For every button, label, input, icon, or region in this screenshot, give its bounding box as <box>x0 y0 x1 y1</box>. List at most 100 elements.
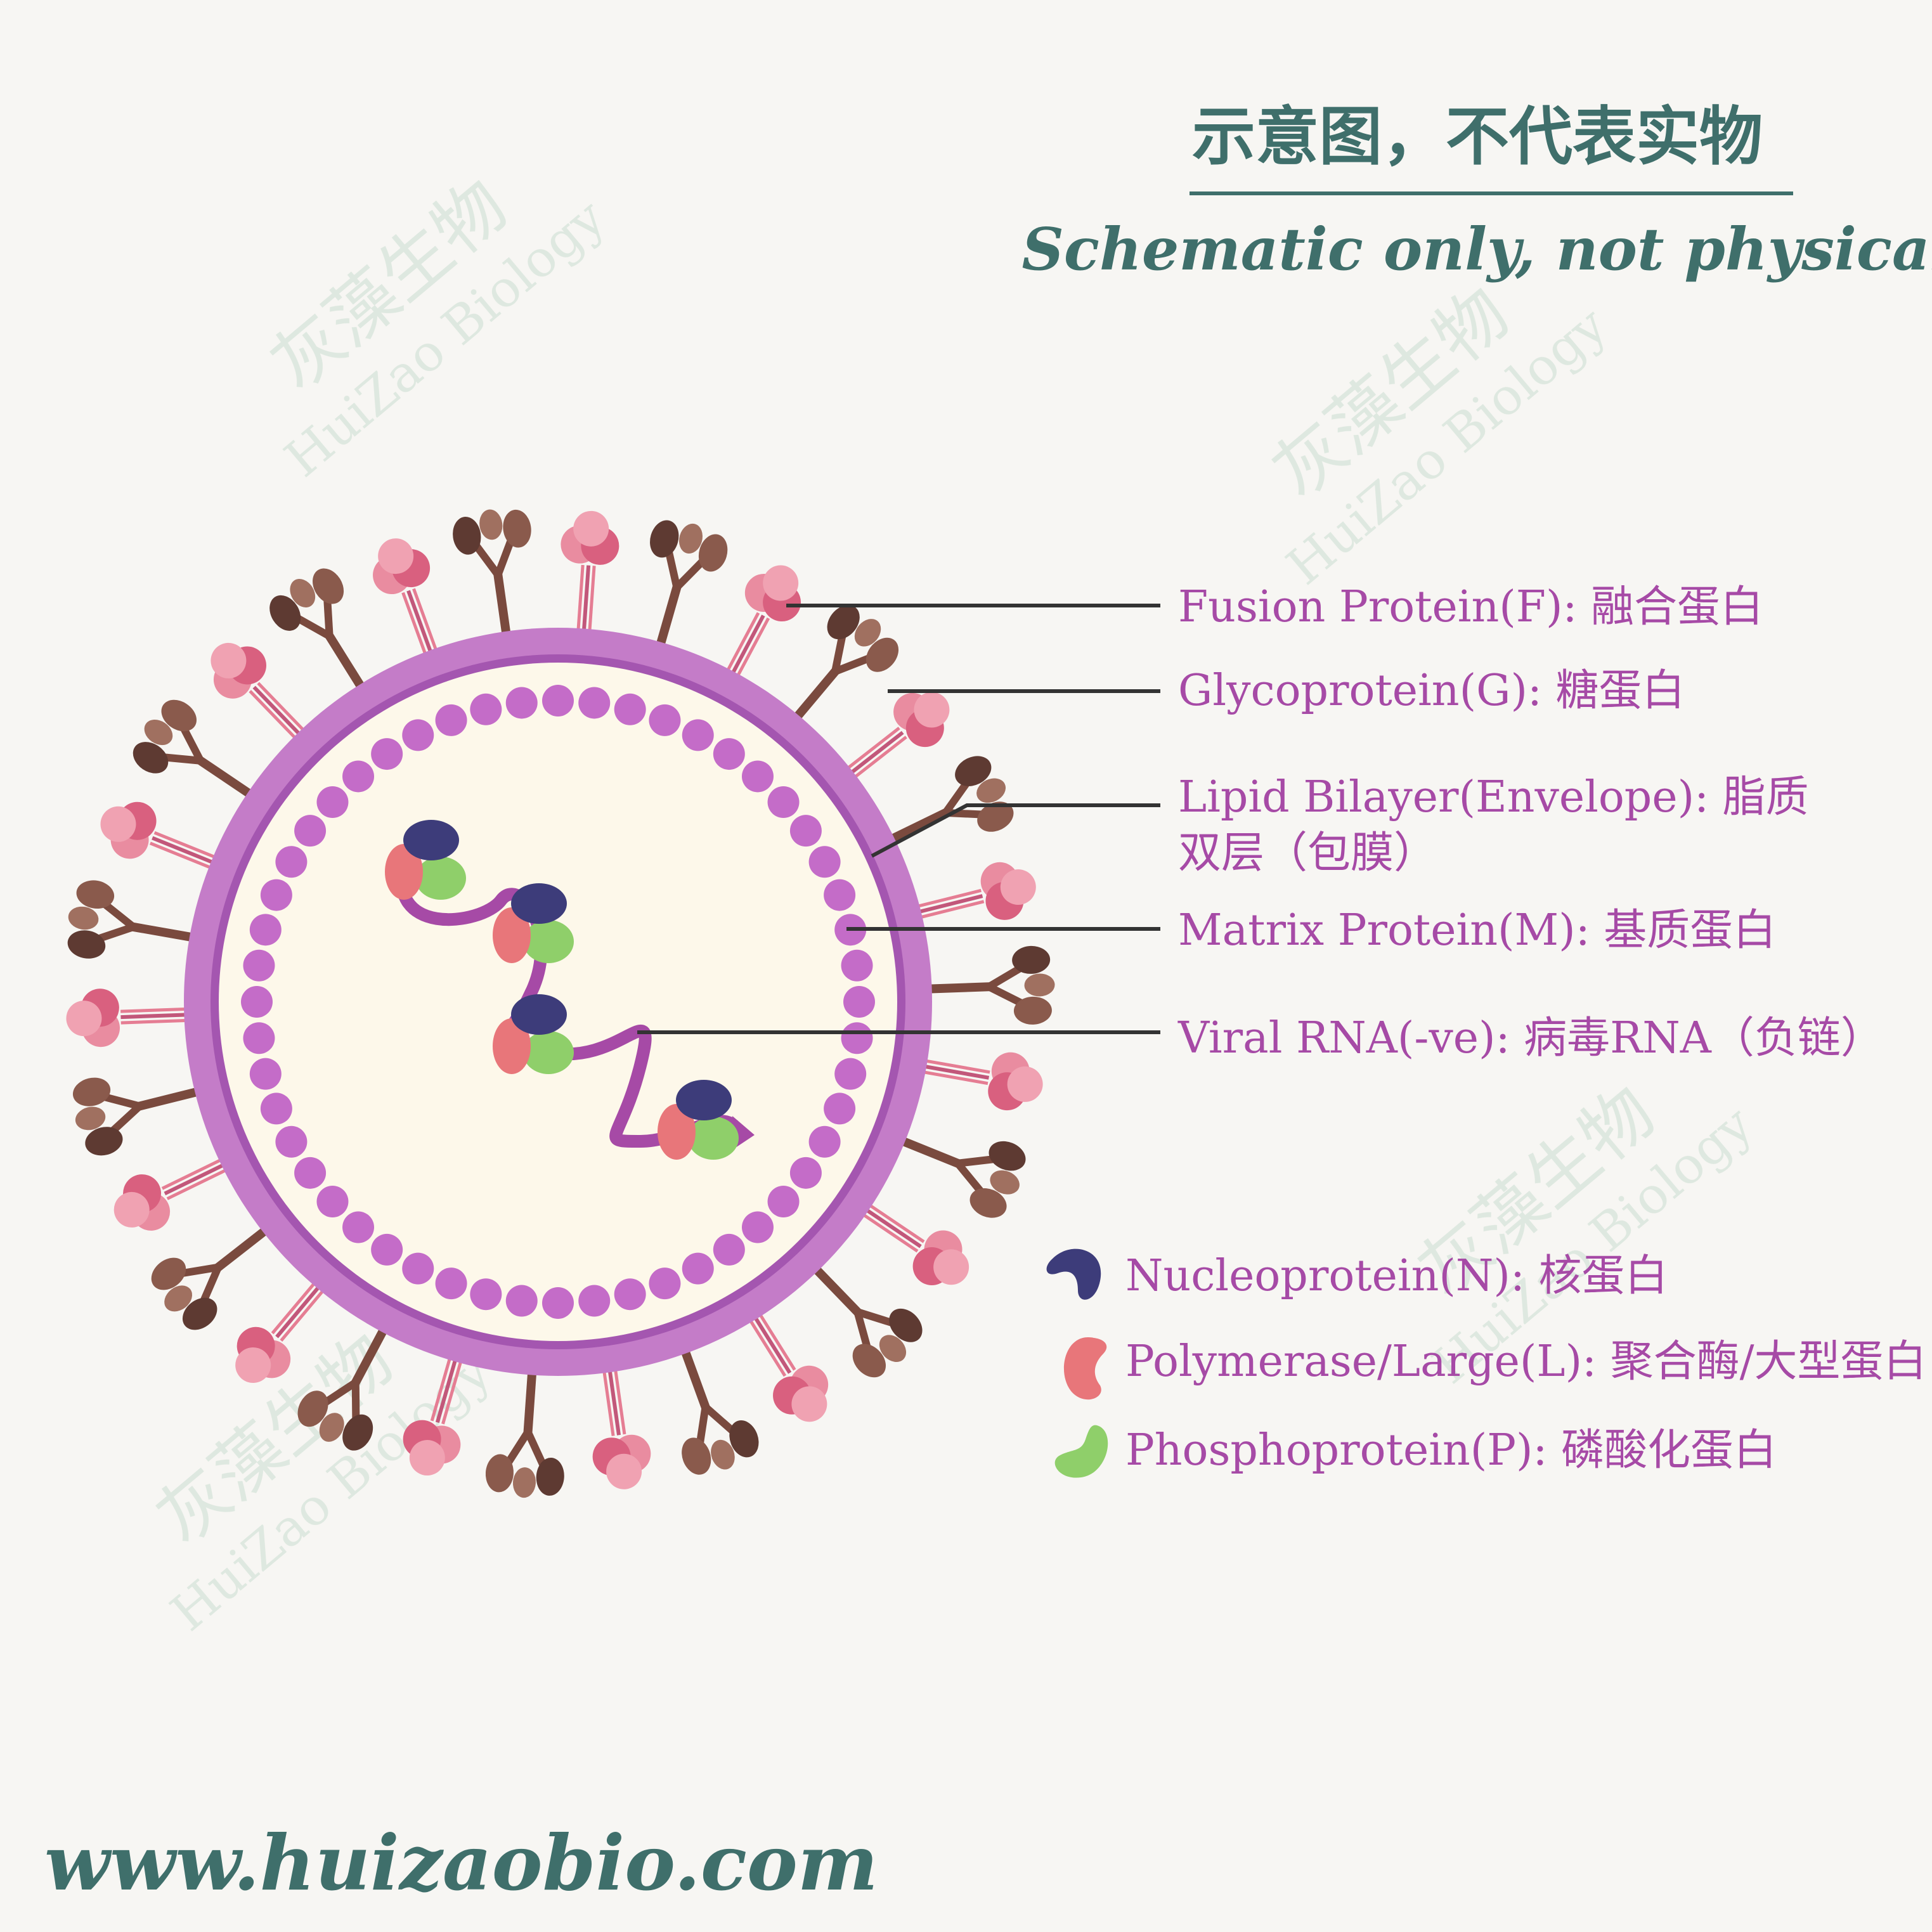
rnp-complex <box>493 994 574 1074</box>
fusion-head <box>933 1249 969 1285</box>
glyco-head <box>698 534 728 572</box>
fusion-stalk <box>412 588 438 652</box>
fusion-head <box>378 538 414 574</box>
polymerase <box>493 907 531 963</box>
glyco-branch <box>987 983 1027 1008</box>
surface-proteins <box>66 509 1055 1498</box>
footer-url[interactable]: www.huizaobio.com <box>44 1819 878 1908</box>
glycoprotein <box>889 756 1014 843</box>
glyco-head <box>342 1414 373 1451</box>
fusion-stalk <box>280 1288 325 1342</box>
glyco-branch <box>954 1160 986 1196</box>
glycoprotein <box>133 699 253 798</box>
fusion-stalk <box>849 730 904 775</box>
matrix-protein-bead <box>614 1278 646 1311</box>
polymerase-icon <box>1063 1337 1107 1400</box>
fusion-stalk <box>613 1368 626 1435</box>
phosphoprotein <box>688 1117 739 1160</box>
glyco-head <box>269 595 301 631</box>
glyco-head <box>161 699 197 732</box>
glyco-stalk <box>656 580 683 647</box>
glyco-branch <box>696 1406 710 1447</box>
fusion-stalk <box>923 1064 990 1080</box>
matrix-protein-bead <box>542 1287 574 1319</box>
fusion-stalk <box>922 1070 989 1086</box>
fusion-stalk <box>588 566 596 633</box>
glyco-stalk <box>812 1265 866 1320</box>
matrix-protein-layer <box>241 685 875 1319</box>
fusion-stalk <box>271 1281 316 1335</box>
fusion-stalk <box>867 1203 925 1243</box>
matrix-protein-bead <box>713 1233 745 1266</box>
fusion-protein <box>748 1313 829 1422</box>
glyco-head <box>151 1257 186 1290</box>
fusion-head <box>235 1347 271 1384</box>
matrix-protein-bead <box>843 986 875 1018</box>
fusion-stalk <box>252 685 302 737</box>
fusion-protein <box>845 692 950 779</box>
fusion-head <box>1000 869 1036 905</box>
fusion-stalk <box>120 1007 188 1013</box>
fusion-head <box>66 1001 102 1037</box>
glyco-stalk <box>680 1349 712 1415</box>
matrix-protein-bead <box>435 1267 467 1300</box>
glyco-branch <box>323 596 334 637</box>
glyco-branch <box>178 1263 219 1278</box>
glyco-head <box>319 1413 344 1442</box>
glyco-branch <box>494 536 516 576</box>
glyco-head <box>72 1077 111 1106</box>
rnp-complex <box>658 1080 739 1160</box>
matrix-protein-bead <box>249 914 282 946</box>
glycoprotein <box>453 509 531 635</box>
legend-item-nucleoprotein: Nucleoprotein(N): 核蛋白 <box>1046 1248 1668 1301</box>
glyco-head <box>711 1439 735 1470</box>
fusion-stalk <box>249 690 297 741</box>
glycoprotein <box>650 520 728 647</box>
glyco-stalk <box>889 806 954 843</box>
glyco-head <box>955 756 992 786</box>
polymerase <box>493 1018 531 1074</box>
legend-item-polymerase: Polymerase/Large(L): 聚合酶/大型蛋白 <box>1063 1337 1927 1400</box>
phosphoprotein <box>523 920 574 963</box>
matrix-protein-bead <box>402 719 434 751</box>
phosphoprotein <box>523 1031 574 1074</box>
glyco-stalk <box>348 1327 388 1391</box>
glyco-head <box>453 516 481 555</box>
glyco-head <box>682 1437 711 1475</box>
fusion-stalk <box>401 592 427 656</box>
glyco-head <box>479 509 503 540</box>
nucleoprotein <box>403 820 459 860</box>
matrix-protein-bead <box>316 786 349 819</box>
legend-label-polymerase: Polymerase/Large(L): 聚合酶/大型蛋白 <box>1125 1337 1927 1387</box>
matrix-protein-bead <box>542 685 574 716</box>
fusion-stalk <box>602 1370 615 1436</box>
matrix-protein-bead <box>342 1211 375 1243</box>
glyco-branch <box>703 1404 738 1436</box>
glycoprotein <box>900 1136 1026 1218</box>
glyco-head <box>729 1420 759 1458</box>
matrix-protein-bead <box>316 1185 349 1217</box>
fusion-stalk <box>275 1285 321 1339</box>
glyco-branch <box>471 540 502 578</box>
glyco-head <box>75 1106 106 1131</box>
glyco-head <box>1012 945 1051 974</box>
virus-particle <box>66 509 1055 1498</box>
glyco-branch <box>831 632 847 673</box>
label-matrix: Matrix Protein(M): 基质蛋白 <box>1178 905 1776 956</box>
fusion-protein <box>561 510 619 633</box>
fusion-protein <box>592 1368 651 1489</box>
matrix-protein-bead <box>505 687 538 719</box>
fusion-protein <box>725 565 801 678</box>
fusion-stalk <box>152 836 215 865</box>
glyco-branch <box>833 653 874 675</box>
matrix-protein-bead <box>371 1233 403 1266</box>
glyco-head <box>290 579 316 607</box>
glyco-branch <box>503 1430 531 1468</box>
fusion-head <box>100 806 136 842</box>
glyco-stalk <box>493 567 511 635</box>
glyco-branch <box>524 1430 548 1470</box>
glycoprotein <box>151 1226 269 1330</box>
glycoprotein <box>72 1077 200 1156</box>
glyco-branch <box>94 923 135 943</box>
fusion-protein <box>922 1052 1043 1111</box>
